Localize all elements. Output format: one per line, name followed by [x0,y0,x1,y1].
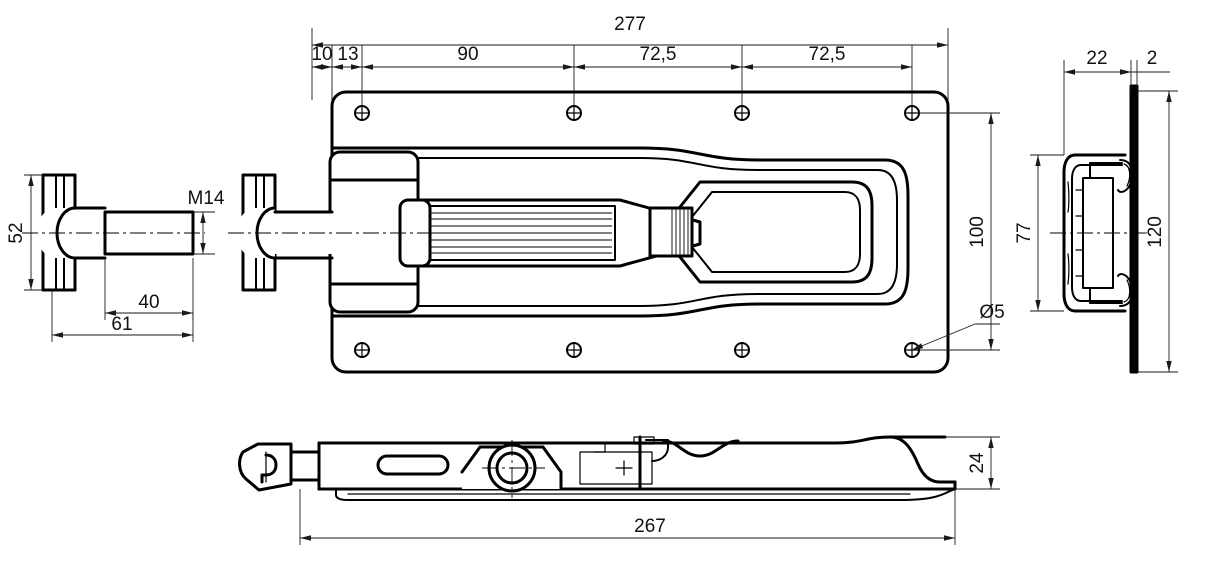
latch-pivot-boss [460,440,563,498]
dim-label-267: 267 [634,516,666,537]
latch-bar-skirt [335,488,956,501]
mounting-hole-icon [734,105,750,121]
dim-label-77: 77 [1014,222,1035,243]
dimension-hole-dia: Ø5 [911,302,1005,351]
latch-top-wave [662,439,740,458]
dimension-bar-height-24: 24 [945,436,1000,490]
mounting-hole-icon [354,342,370,358]
dim-label-13: 13 [337,44,358,65]
latch-slot [376,454,450,476]
shaft-nut [648,206,694,258]
latch-hidden-detail [579,435,669,491]
dimension-flange-height-120: 120 [1137,90,1178,373]
mounting-hole-icon [904,105,920,121]
plan-t-handle [237,173,334,292]
side-body-inner [1071,164,1123,302]
view-plan: 277 10 13 90 72,5 72,5 100 [228,14,1005,374]
dim-label-725-a: 72,5 [640,44,677,65]
dimension-plate-height-100: 100 [920,112,1000,351]
dimension-handle-height: 52 [6,174,43,291]
dimension-chain: 10 13 90 72,5 72,5 [311,44,912,70]
dim-label-40: 40 [138,292,159,313]
mounting-hole-icon [734,342,750,358]
view-side-section: 22 2 77 120 [1014,48,1178,374]
side-step-lower [1089,287,1123,304]
latch-bar-taper [317,435,957,491]
dim-label-120: 120 [1145,216,1166,248]
dimension-bar-length-267: 267 [299,489,956,545]
dimension-body-depth-22: 22 [1063,48,1132,155]
dim-label-2: 2 [1147,48,1158,69]
dimension-shank-40: 40 [104,258,194,320]
mounting-hole-icon [566,105,582,121]
dimension-overall-61: 61 [51,290,194,342]
dim-label-52: 52 [6,222,27,243]
dim-label-100: 100 [967,216,988,248]
dim-label-61: 61 [111,314,132,335]
dimension-plate-thickness-2: 2 [1120,48,1170,90]
dim-label-10: 10 [311,44,332,65]
side-gasket-lobes [1117,159,1134,307]
dim-label-277: 277 [614,14,646,35]
view-handle-detail: 52 M14 40 61 [6,173,225,342]
dim-label-dia5: Ø5 [979,302,1004,323]
view-bottom-elevation: 267 24 [238,435,1000,545]
dim-label-90: 90 [457,44,478,65]
dim-label-22: 22 [1086,48,1107,69]
dim-label-24: 24 [967,452,988,474]
mounting-hole-icon [354,105,370,121]
side-mounting-plate [1129,84,1139,374]
dim-label-725-b: 72,5 [809,44,846,65]
latch-hook [238,442,293,492]
mounting-hole-icon [566,342,582,358]
dimension-plate-width-277: 277 [312,14,948,48]
latch-rod [289,450,321,482]
side-internal-ribs [1067,181,1083,285]
dimension-body-height-77: 77 [1014,154,1064,312]
side-step-upper [1089,162,1123,179]
dimension-thread-m14: M14 [188,188,225,255]
dim-label-m14: M14 [188,188,225,209]
plan-extension-lines [311,28,949,106]
grip-pocket [658,180,874,284]
recess-outer [330,146,910,318]
recess-inner [344,157,898,307]
